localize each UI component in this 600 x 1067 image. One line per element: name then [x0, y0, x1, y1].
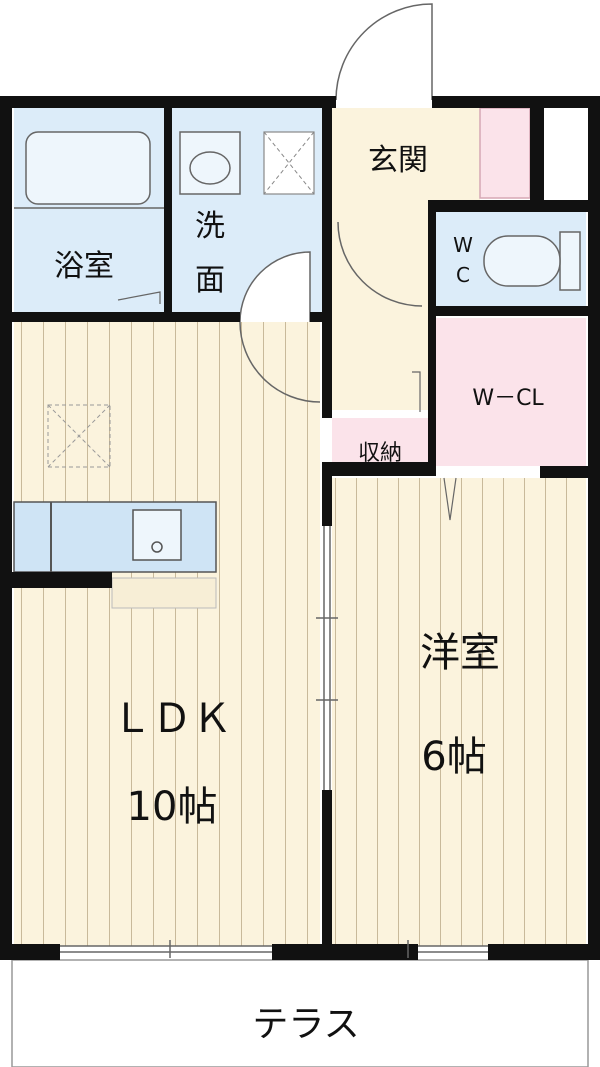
wc-label-2: C [456, 263, 470, 287]
bath-label: 浴室 [54, 249, 114, 284]
western-door-mark [443, 477, 457, 521]
range-hood-x2 [47, 404, 111, 468]
entrance-label: 玄関 [368, 143, 428, 178]
walls [0, 96, 600, 960]
window-frames [60, 526, 488, 958]
ldk-door [239, 321, 321, 403]
shoe-cabinet [479, 107, 531, 199]
counter-base [111, 577, 217, 609]
ldk-label: ＬＤＫ [112, 696, 232, 742]
wcl-label: W－CL [472, 386, 544, 411]
counter-divider [50, 502, 52, 572]
basin-bowl [189, 151, 231, 185]
toilet-bowl [483, 235, 561, 287]
storage-floor [332, 418, 428, 468]
bathtub [25, 131, 151, 205]
washroom-label-1: 洗 [195, 209, 225, 244]
washer-space [263, 131, 315, 195]
ldk-floor [14, 322, 320, 946]
washer-x2 [263, 131, 315, 195]
wcl-floor [434, 318, 586, 466]
wc-door [337, 221, 423, 307]
washroom-label-2: 面 [195, 263, 225, 298]
entrance-door [335, 3, 433, 101]
western-room-size-label: 6帖 [421, 734, 486, 780]
storage-label: 収納 [358, 441, 402, 466]
western-room-floor [332, 478, 586, 946]
wc-label-1: W [453, 233, 473, 257]
washroom-door [239, 251, 311, 323]
entrance-floor [332, 108, 480, 204]
hall-floor [332, 204, 428, 410]
range-hood [47, 404, 111, 468]
bath-door-mark [117, 291, 161, 304]
terrace-label: テラス [252, 1004, 359, 1045]
ldk-size-label: 10帖 [127, 784, 218, 830]
drain [151, 541, 163, 553]
washer-x1 [263, 131, 315, 195]
storage-door-mark [412, 371, 421, 412]
western-room-label: 洋室 [420, 630, 500, 676]
toilet-tank [559, 231, 581, 291]
kitchen-counter [13, 501, 217, 573]
